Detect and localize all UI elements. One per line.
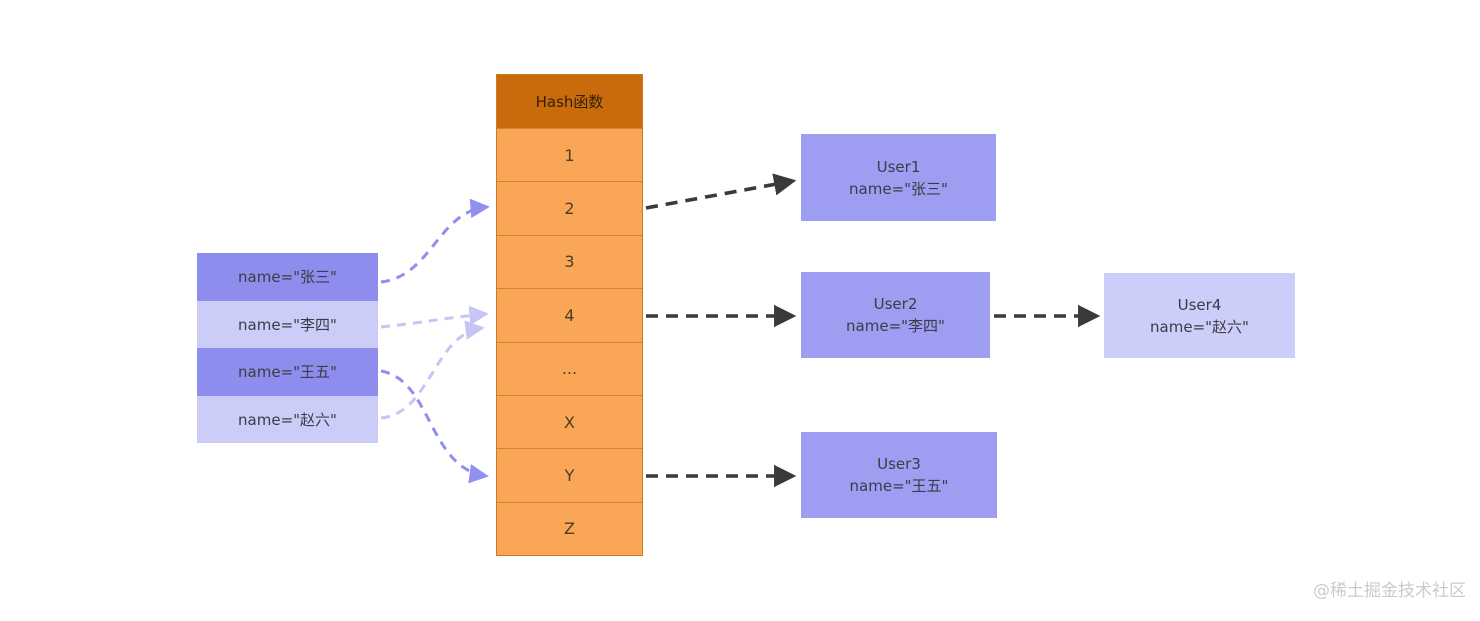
user3-title: User3 bbox=[877, 455, 921, 473]
hash-slot-3: 3 bbox=[497, 234, 642, 289]
user2-name: name="李四" bbox=[846, 317, 945, 335]
input-keys: name="张三" name="李四" name="王五" name="赵六" bbox=[197, 253, 378, 444]
arrow-zhaoliu-to-slot4 bbox=[380, 320, 485, 420]
user3-name: name="王五" bbox=[849, 477, 949, 495]
arrow-slot2-to-user1 bbox=[645, 173, 797, 210]
hash-table-header: Hash函数 bbox=[497, 75, 642, 128]
user4-title: User4 bbox=[1177, 295, 1222, 314]
key-box-zhaoliu: name="赵六" bbox=[197, 395, 378, 444]
user2-card: User2 name="李四" bbox=[801, 272, 990, 358]
user4-name: name="赵六" bbox=[1150, 317, 1249, 336]
hash-slot-4: 4 bbox=[497, 288, 642, 342]
key-box-lisi: name="李四" bbox=[197, 300, 378, 349]
user1-title: User1 bbox=[876, 157, 921, 176]
user2-title: User2 bbox=[873, 295, 918, 313]
user4-card: User4 name="赵六" bbox=[1104, 273, 1295, 358]
hash-slot-x: X bbox=[497, 394, 642, 449]
hash-slot-z: Z bbox=[497, 501, 642, 556]
hash-table: Hash函数 1 2 3 4 ... X Y Z bbox=[496, 74, 643, 557]
key-box-wangwu: name="王五" bbox=[197, 348, 378, 396]
arrow-wangwu-to-slotY bbox=[380, 369, 489, 484]
hash-slot-ellipsis: ... bbox=[497, 341, 642, 395]
user3-card: User3 name="王五" bbox=[801, 432, 997, 518]
hash-slot-2: 2 bbox=[497, 181, 642, 235]
user1-name: name="张三" bbox=[849, 179, 948, 198]
watermark: @稀土掘金技术社区 bbox=[1313, 581, 1466, 601]
hash-slot-1: 1 bbox=[497, 128, 642, 182]
arrow-zhangsan-to-slot2 bbox=[380, 198, 490, 284]
user1-card: User1 name="张三" bbox=[801, 134, 996, 221]
arrow-lisi-to-slot4 bbox=[380, 305, 489, 329]
key-box-zhangsan: name="张三" bbox=[197, 253, 378, 301]
hash-slot-y: Y bbox=[497, 448, 642, 502]
